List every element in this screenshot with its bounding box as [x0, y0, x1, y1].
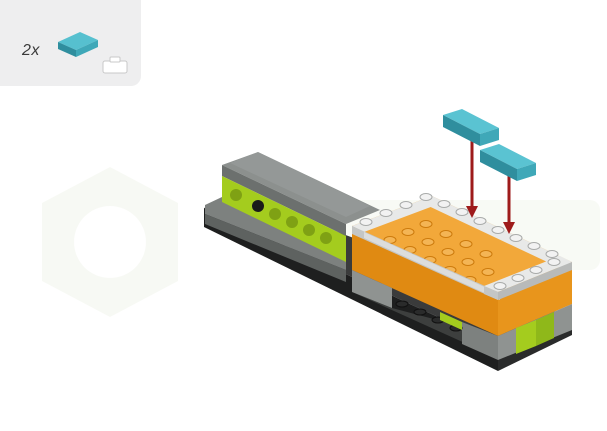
teal-tile-1	[443, 109, 499, 146]
teal-tile-2	[480, 144, 536, 181]
